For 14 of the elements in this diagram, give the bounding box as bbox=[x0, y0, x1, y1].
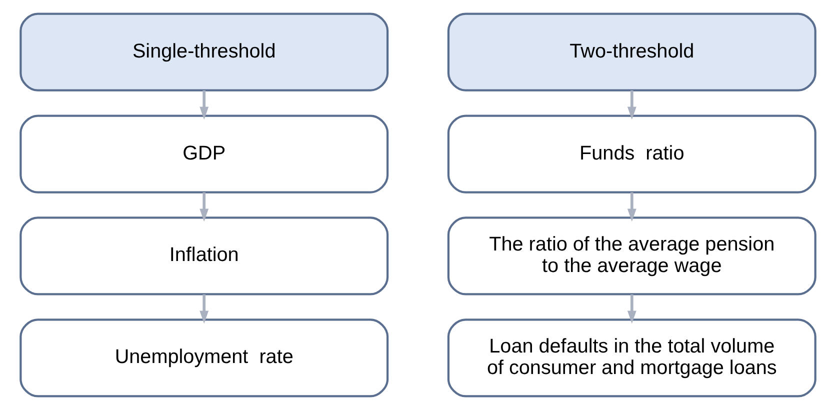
arrow bbox=[627, 90, 636, 120]
node-box: The ratio of the average pension to the average wage bbox=[447, 216, 816, 296]
node-box: Inflation bbox=[20, 216, 389, 296]
node-box: Unemployment rate bbox=[20, 318, 389, 398]
node-box: Loan defaults in the total volume of consumer and mortgage loans bbox=[447, 318, 816, 398]
arrow bbox=[200, 90, 209, 120]
node-box: GDP bbox=[20, 114, 389, 194]
arrow bbox=[200, 192, 209, 222]
arrow bbox=[627, 192, 636, 222]
node-box: Single-threshold bbox=[20, 12, 389, 92]
node-box: Funds ratio bbox=[447, 114, 816, 194]
arrow bbox=[200, 294, 209, 324]
arrow bbox=[627, 294, 636, 324]
node-box: Two-threshold bbox=[447, 12, 816, 92]
